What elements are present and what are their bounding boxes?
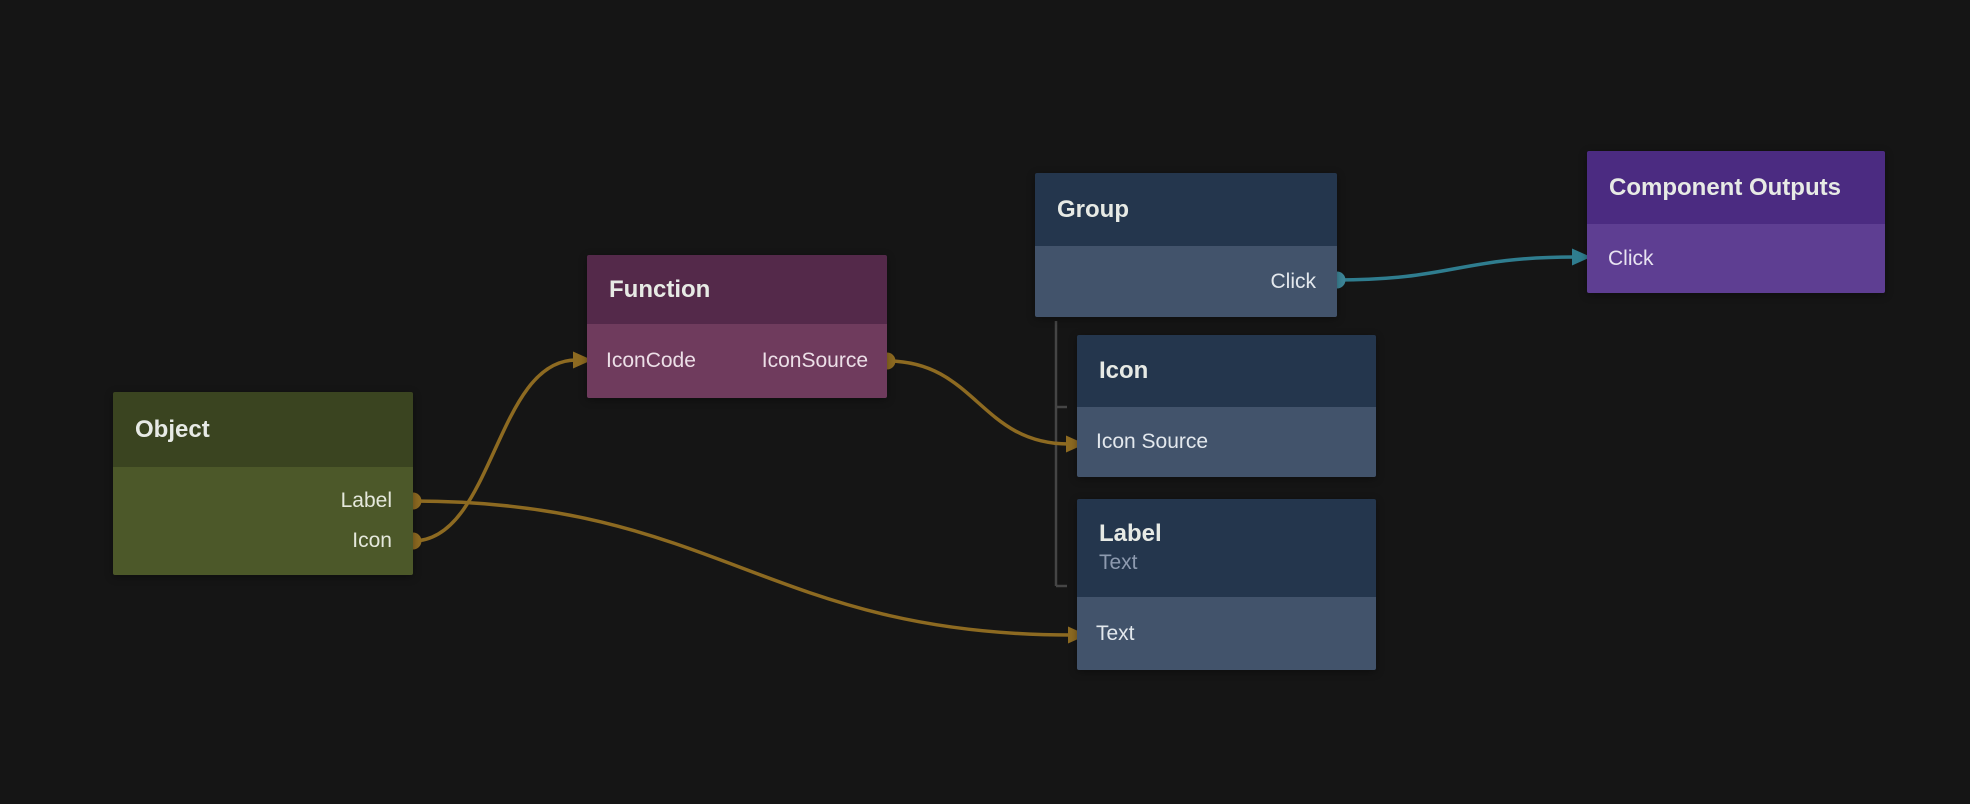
node-icon-header: Icon xyxy=(1077,335,1376,407)
node-label-subtitle: Text xyxy=(1099,550,1138,574)
node-group-header: Group xyxy=(1035,173,1337,246)
node-object-body: Label Icon xyxy=(113,467,413,575)
node-group-body: Click xyxy=(1035,246,1337,317)
port-object-icon-output[interactable]: Icon xyxy=(352,529,392,552)
node-group[interactable]: Group Click xyxy=(1035,173,1337,317)
wire-function-iconsource-to-icon-iconsource[interactable] xyxy=(885,359,1071,446)
port-function-iconcode-input[interactable]: IconCode xyxy=(606,349,696,372)
node-icon[interactable]: Icon Icon Source xyxy=(1077,335,1376,477)
wire-group-click-to-componentoutputs-click[interactable] xyxy=(1335,255,1577,282)
node-component-outputs[interactable]: Component Outputs Click xyxy=(1587,151,1885,293)
port-label-text-input[interactable]: Text xyxy=(1096,621,1135,645)
node-component-outputs-title: Component Outputs xyxy=(1609,173,1841,201)
node-object[interactable]: Object Label Icon xyxy=(113,392,413,575)
node-icon-body: Icon Source xyxy=(1077,407,1376,477)
node-label-header: Label Text xyxy=(1077,499,1376,597)
node-function-header: Function xyxy=(587,255,887,324)
node-object-title: Object xyxy=(135,415,210,443)
port-object-label-output[interactable]: Label xyxy=(340,489,392,512)
node-label-title: Label xyxy=(1099,520,1162,548)
node-component-outputs-body: Click xyxy=(1587,224,1885,293)
node-function-body: IconCode IconSource xyxy=(587,324,887,398)
wire-object-icon-to-function-iconcode[interactable] xyxy=(411,358,578,543)
group-children-bracket xyxy=(1054,321,1067,588)
port-component-outputs-click-input[interactable]: Click xyxy=(1608,246,1654,270)
node-object-header: Object xyxy=(113,392,413,467)
node-function-title: Function xyxy=(609,275,711,303)
node-component-outputs-header: Component Outputs xyxy=(1587,151,1885,224)
port-function-iconsource-output[interactable]: IconSource xyxy=(761,349,868,372)
node-label[interactable]: Label Text Text xyxy=(1077,499,1376,670)
port-icon-iconsource-input[interactable]: Icon Source xyxy=(1096,430,1209,453)
node-icon-title: Icon xyxy=(1099,357,1149,385)
node-group-title: Group xyxy=(1057,195,1129,223)
node-label-body: Text xyxy=(1077,597,1376,670)
node-function[interactable]: Function IconCode IconSource xyxy=(587,255,887,398)
port-group-click-output[interactable]: Click xyxy=(1270,269,1317,293)
wire-object-label-to-label-text[interactable] xyxy=(411,499,1073,637)
